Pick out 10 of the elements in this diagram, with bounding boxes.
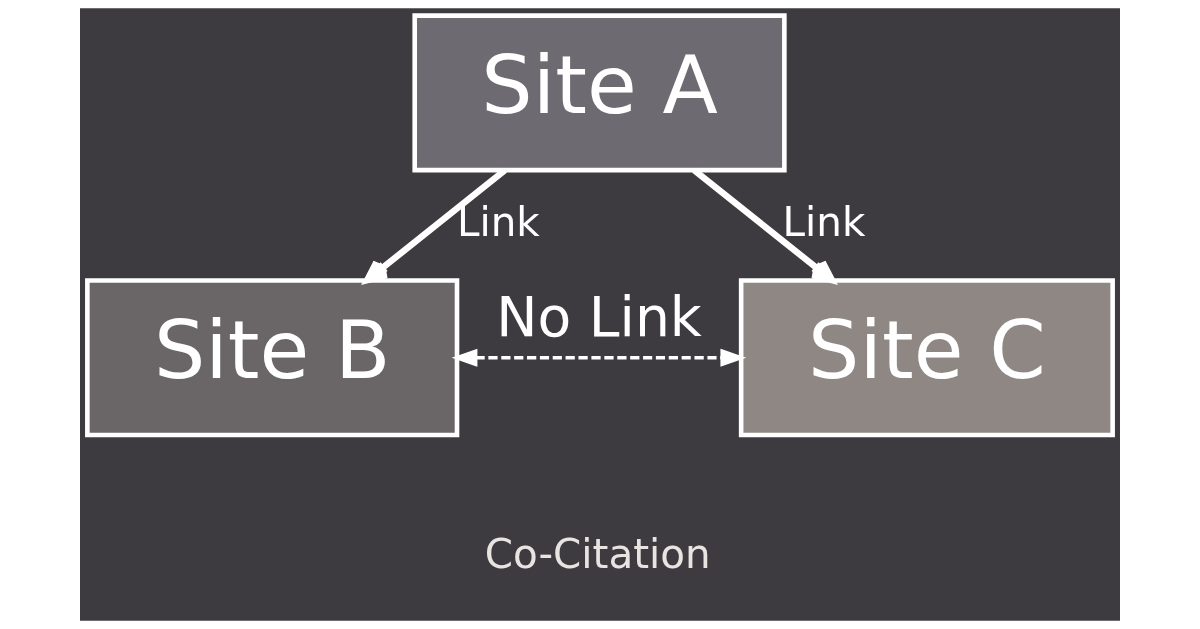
edge-label: No Link — [496, 284, 702, 349]
edge-label: Link — [456, 197, 540, 246]
arrow — [451, 348, 747, 367]
edge-label: Link — [782, 197, 866, 246]
node-box: Site B — [85, 278, 460, 438]
label: Co-Citation — [484, 530, 711, 579]
arrow — [692, 167, 836, 284]
node-box: Site C — [738, 278, 1115, 438]
arrow — [364, 167, 507, 284]
node-box: Site A — [412, 13, 787, 173]
